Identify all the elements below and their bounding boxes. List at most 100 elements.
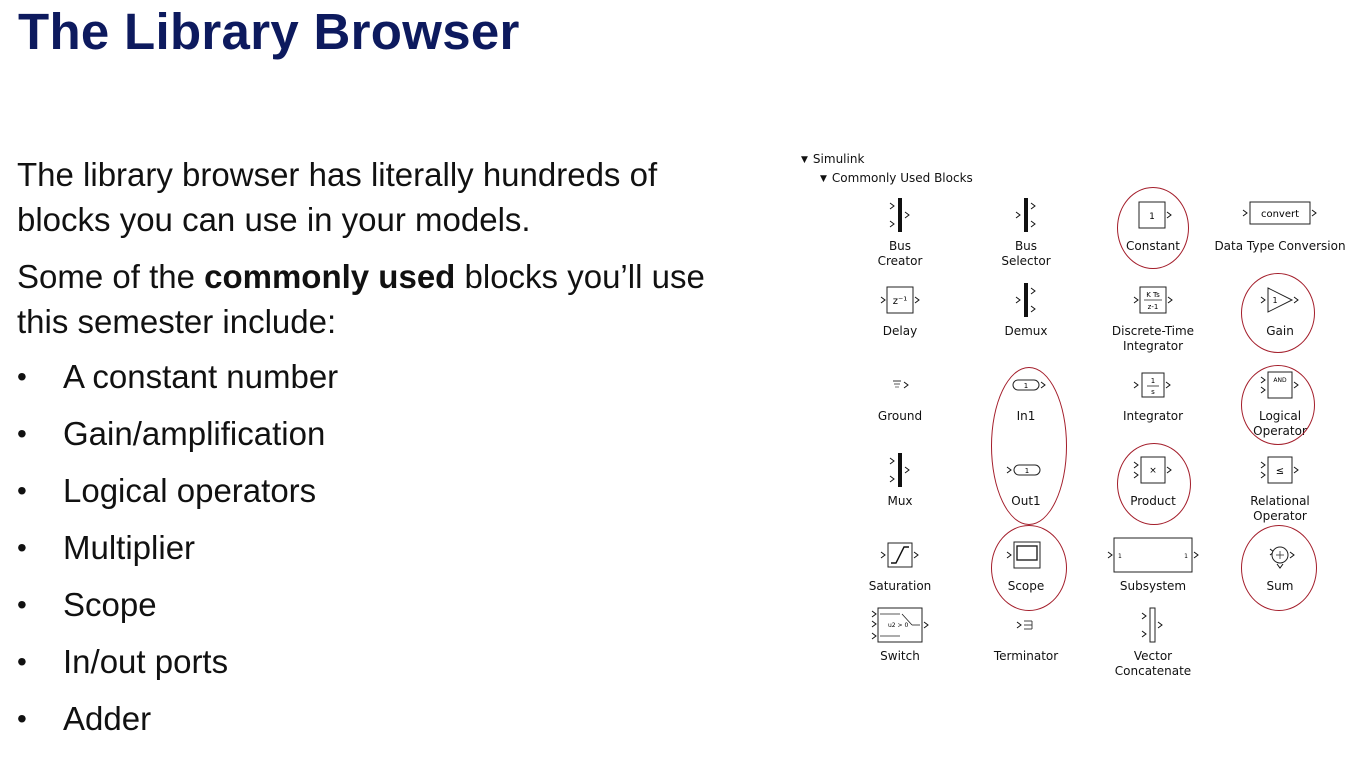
vector-concatenate-icon	[1089, 605, 1217, 645]
bullet-text: In/out ports	[63, 643, 229, 680]
para2-bold: commonly used	[204, 258, 456, 295]
tree-node-label: Simulink	[812, 152, 865, 166]
convert-icon: convert	[1216, 195, 1344, 235]
block-gain[interactable]: 1 Gain	[1216, 280, 1344, 364]
block-label: In1	[1016, 409, 1036, 423]
expand-triangle-icon[interactable]: ▼	[820, 174, 827, 184]
block-label: Vector Concatenate	[1114, 649, 1192, 678]
demux-icon	[962, 280, 1090, 320]
block-product[interactable]: × Product	[1089, 450, 1217, 534]
block-integrator[interactable]: 1 s Integrator	[1089, 365, 1217, 449]
bullet-text: Adder	[63, 700, 152, 737]
gain-icon: 1	[1216, 280, 1344, 320]
bullet-text: Scope	[63, 586, 157, 623]
bullet-dot: •	[17, 646, 27, 677]
library-browser: ▼ Simulink ▼ Commonly Used Blocks Bus Crea…	[795, 145, 1350, 690]
block-demux[interactable]: Demux	[962, 280, 1090, 364]
discrete-integrator-icon: K Ts z-1	[1089, 280, 1217, 320]
integrator-top: 1	[1151, 377, 1155, 385]
integrator-icon: 1 s	[1089, 365, 1217, 405]
delay-icon: z⁻¹	[836, 280, 964, 320]
block-terminator[interactable]: Terminator	[962, 605, 1090, 689]
list-item: • A constant number	[17, 353, 338, 410]
bus-selector-icon	[962, 195, 1090, 235]
block-label: Discrete-Time Integrator	[1111, 324, 1195, 353]
block-sum[interactable]: Sum	[1216, 535, 1344, 619]
block-subsystem[interactable]: 1 1 Subsystem	[1089, 535, 1217, 619]
product-sign: ×	[1149, 466, 1157, 476]
tree-node-commonly-used-blocks[interactable]: ▼ Commonly Used Blocks	[820, 171, 973, 185]
block-scope[interactable]: Scope	[962, 535, 1090, 619]
outport-icon: 1	[962, 450, 1090, 490]
convert-text: convert	[1261, 209, 1299, 220]
block-saturation[interactable]: Saturation	[836, 535, 964, 619]
block-bullet-list: • A constant number • Gain/amplification •…	[17, 353, 338, 752]
block-relational-operator[interactable]: ≤ Relational Operator	[1216, 450, 1344, 534]
block-label: Demux	[1004, 324, 1048, 338]
integrator-bottom: s	[1151, 388, 1155, 396]
block-label: Bus Creator	[877, 239, 923, 268]
tree-node-simulink[interactable]: ▼ Simulink	[801, 152, 864, 166]
block-label: Delay	[882, 324, 918, 338]
block-label: Relational Operator	[1250, 494, 1310, 523]
block-switch[interactable]: u2 > 0 Switch	[836, 605, 964, 689]
list-item: • In/out ports	[17, 638, 338, 695]
bullet-dot: •	[17, 589, 27, 620]
outport-number: 1	[1025, 467, 1029, 475]
block-discrete-time-integrator[interactable]: K Ts z-1 Discrete-Time Integrator	[1089, 280, 1217, 364]
tree-node-label: Commonly Used Blocks	[831, 171, 973, 185]
block-label: Data Type Conversion	[1214, 239, 1346, 253]
block-out1[interactable]: 1 Out1	[962, 450, 1090, 534]
gain-value: 1	[1272, 296, 1277, 305]
bullet-dot: •	[17, 532, 27, 563]
block-data-type-conversion[interactable]: convert Data Type Conversion	[1214, 195, 1346, 279]
block-mux[interactable]: Mux	[836, 450, 964, 534]
switch-condition: u2 > 0	[888, 622, 908, 629]
list-item: • Gain/amplification	[17, 410, 338, 467]
bullet-text: A constant number	[63, 358, 339, 395]
inport-icon: 1	[962, 365, 1090, 405]
block-label: Switch	[880, 649, 920, 663]
relational-operator-icon: ≤	[1216, 450, 1344, 490]
block-bus-creator[interactable]: Bus Creator	[836, 195, 964, 279]
block-label: Gain	[1266, 324, 1294, 338]
bullet-dot: •	[17, 475, 27, 506]
block-vector-concatenate[interactable]: Vector Concatenate	[1089, 605, 1217, 689]
block-ground[interactable]: Ground	[836, 365, 964, 449]
list-item: •Multiplier	[17, 524, 338, 581]
list-item: • Logical operators	[17, 467, 338, 524]
block-constant[interactable]: 1 Constant	[1089, 195, 1217, 279]
bullet-dot: •	[17, 703, 27, 734]
integrator-denominator: z-1	[1148, 303, 1159, 311]
block-delay[interactable]: z⁻¹ Delay	[836, 280, 964, 364]
subsystem-icon: 1 1	[1089, 535, 1217, 575]
bus-creator-icon	[836, 195, 964, 235]
block-in1[interactable]: 1 In1	[962, 365, 1090, 449]
block-label: Constant	[1126, 239, 1180, 253]
bullet-dot: •	[17, 418, 27, 449]
block-label: Subsystem	[1119, 579, 1187, 593]
bullet-text: Logical operators	[63, 472, 317, 509]
block-label: Saturation	[868, 579, 932, 593]
block-logical-operator[interactable]: AND Logical Operator	[1216, 365, 1344, 449]
product-icon: ×	[1089, 450, 1217, 490]
delay-text: z⁻¹	[893, 296, 908, 307]
expand-triangle-icon[interactable]: ▼	[801, 155, 808, 165]
saturation-icon	[836, 535, 964, 575]
relational-sign: ≤	[1276, 466, 1284, 477]
block-label: Terminator	[993, 649, 1059, 663]
constant-icon: 1	[1089, 195, 1217, 235]
inport-number: 1	[1024, 382, 1028, 390]
block-label: Logical Operator	[1253, 409, 1307, 438]
list-item: • Adder	[17, 695, 338, 752]
integrator-numerator: K Ts	[1146, 291, 1160, 299]
block-bus-selector[interactable]: Bus Selector	[962, 195, 1090, 279]
bullet-text: Gain/amplification	[63, 415, 326, 452]
block-label: Scope	[1007, 579, 1045, 593]
subsystem-in: 1	[1118, 553, 1122, 560]
block-label: Out1	[1011, 494, 1041, 508]
bullet-dot: •	[17, 361, 27, 392]
list-item: • Scope	[17, 581, 338, 638]
commonly-used-paragraph: Some of the commonly used blocks you’ll …	[17, 254, 757, 344]
logical-op-text: AND	[1273, 377, 1287, 384]
